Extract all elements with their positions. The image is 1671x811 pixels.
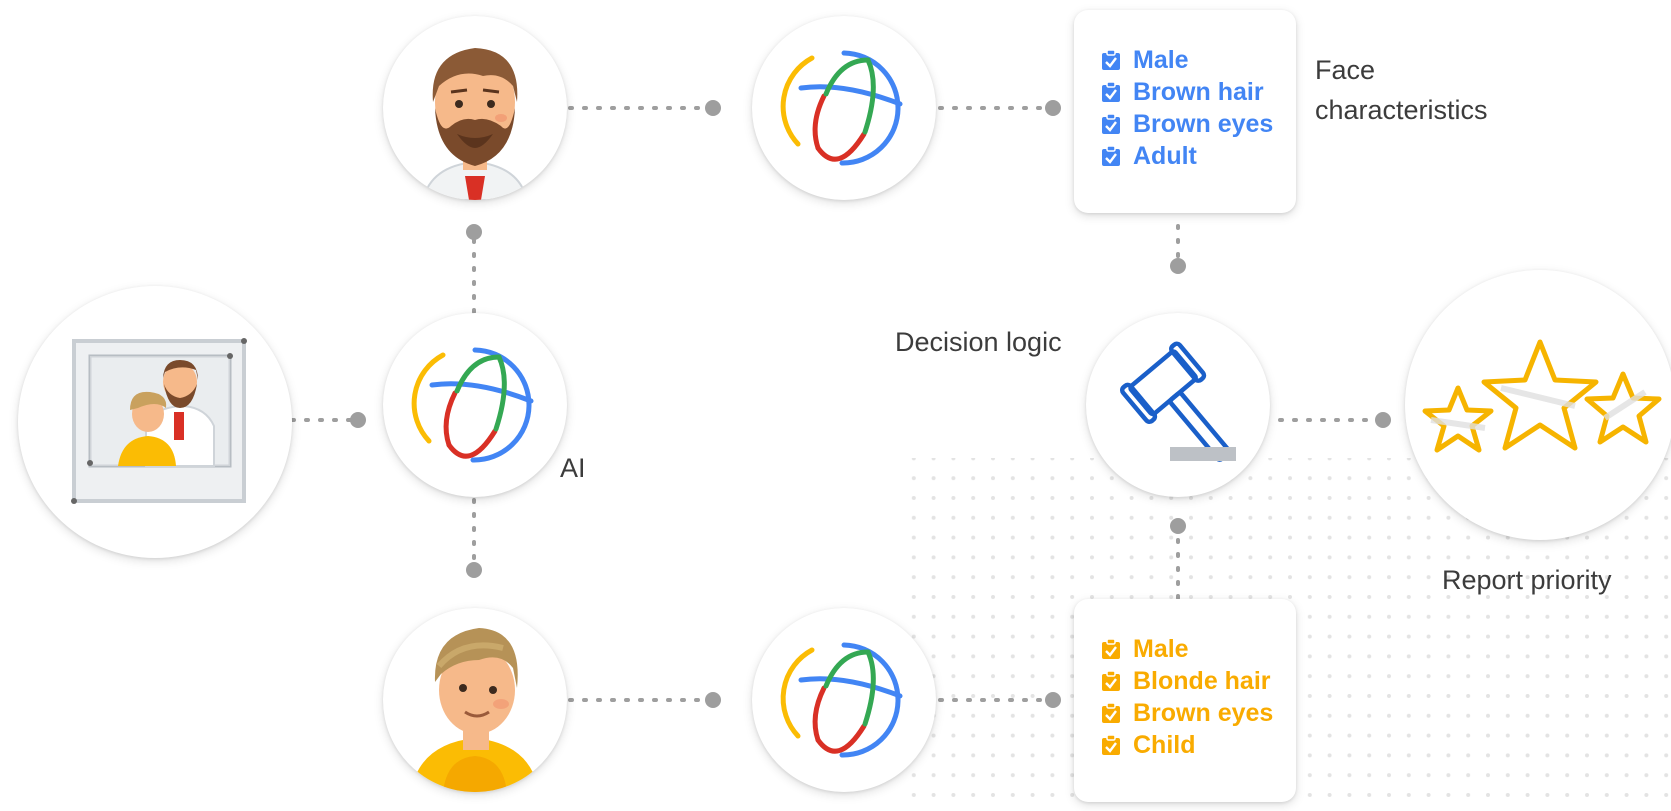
checklist-icon <box>1102 145 1120 166</box>
connector-dot <box>705 100 721 116</box>
checklist-icon <box>1102 113 1120 134</box>
trait-label: Brown eyes <box>1133 109 1274 138</box>
trait-label: Blonde hair <box>1133 666 1271 695</box>
trait-item: Brown eyes <box>1100 697 1296 729</box>
face-characteristics-label-line2: characteristics <box>1315 95 1488 125</box>
trait-label: Brown eyes <box>1133 698 1274 727</box>
report-priority-label: Report priority <box>1442 565 1612 595</box>
trait-item: Adult <box>1100 140 1296 172</box>
photo-node <box>18 286 292 558</box>
connector-dot <box>350 412 366 428</box>
decision-logic-label: Decision logic <box>895 327 1062 357</box>
three-stars-icon <box>1422 339 1662 453</box>
ai-globe-icon <box>780 642 903 758</box>
boy-avatar-icon <box>411 628 539 792</box>
connector-dot <box>1045 100 1061 116</box>
trait-item: Male <box>1100 44 1296 76</box>
gavel-icon <box>1119 341 1236 462</box>
report-priority-node <box>1405 270 1671 540</box>
boy-avatar-node <box>383 608 567 792</box>
trait-item: Brown hair <box>1100 76 1296 108</box>
face-characteristics-card-adult: Male Brown hair Brown eyes Adult <box>1074 10 1296 213</box>
connector-dot <box>466 224 482 240</box>
ai-globe-icon <box>411 347 534 463</box>
ai-globe-node-bottom <box>752 608 936 792</box>
trait-label: Male <box>1133 45 1189 74</box>
trait-item: Blonde hair <box>1100 665 1296 697</box>
checklist-icon <box>1102 702 1120 723</box>
man-avatar-node <box>383 16 567 200</box>
connector-dot <box>1045 692 1061 708</box>
ai-globe-icon <box>780 50 903 166</box>
ai-globe-node-top <box>752 16 936 200</box>
decision-logic-node <box>1086 313 1270 497</box>
checklist-icon <box>1102 638 1120 659</box>
man-avatar-icon <box>421 48 529 200</box>
trait-label: Male <box>1133 634 1189 663</box>
trait-label: Adult <box>1133 141 1197 170</box>
checklist-icon <box>1102 670 1120 691</box>
connector-dot <box>1170 518 1186 534</box>
trait-item: Brown eyes <box>1100 108 1296 140</box>
trait-label: Child <box>1133 730 1196 759</box>
connector-dot <box>705 692 721 708</box>
face-characteristics-card-child: Male Blonde hair Brown eyes Child <box>1074 599 1296 802</box>
face-characteristics-label-line1: Face <box>1315 55 1376 85</box>
connector-dot <box>1375 412 1391 428</box>
connector-dot <box>466 562 482 578</box>
checklist-icon <box>1102 49 1120 70</box>
checklist-icon <box>1102 734 1120 755</box>
photo-icon <box>71 338 247 504</box>
checklist-icon <box>1102 81 1120 102</box>
ai-label: AI <box>560 453 586 483</box>
ai-globe-node <box>383 313 567 497</box>
trait-label: Brown hair <box>1133 77 1264 106</box>
trait-item: Male <box>1100 633 1296 665</box>
trait-item: Child <box>1100 729 1296 761</box>
connector-dot <box>1170 258 1186 274</box>
